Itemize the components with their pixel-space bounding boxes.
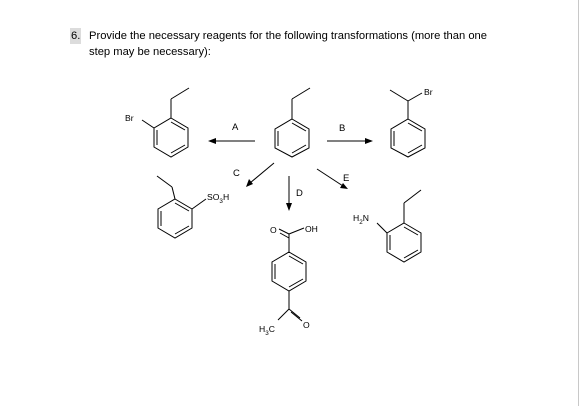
- question-line-1: Provide the necessary reagents for the f…: [89, 30, 487, 42]
- question-line-2: step may be necessary):: [89, 46, 211, 58]
- arrow-c: C: [233, 162, 275, 187]
- arrow-label-d: D: [296, 188, 303, 199]
- h3c-label: H3C: [259, 324, 275, 337]
- bromine-label-right: Br: [424, 87, 433, 97]
- arrow-label-b: B: [339, 123, 345, 134]
- arrow-e: E: [316, 168, 349, 189]
- product-e-ethylaniline: H2N: [353, 189, 422, 263]
- arrow-d: D: [286, 176, 303, 211]
- oxygen-ketone-label: O: [303, 320, 310, 330]
- product-d-acetylbenzoic-acid: O OH O H3C: [259, 224, 318, 337]
- h2n-label: H2N: [353, 213, 369, 226]
- question-number: 6.: [70, 28, 82, 44]
- product-c-sulfonic-acid: SO3H: [156, 175, 229, 239]
- oxygen-acid-label: O: [270, 225, 277, 235]
- product-b-bromoethyl-benzene: Br: [389, 87, 433, 158]
- so3h-label: SO3H: [207, 192, 229, 205]
- arrow-label-e: E: [343, 173, 349, 184]
- product-a-bromo-ethylbenzene: Br: [125, 87, 190, 158]
- arrow-b: B: [327, 123, 373, 144]
- ethylbenzene-start: [274, 87, 311, 158]
- arrow-a: A: [208, 122, 255, 144]
- oh-label: OH: [305, 224, 318, 234]
- bromine-label-left: Br: [125, 113, 134, 123]
- arrow-label-c: C: [233, 168, 240, 179]
- arrow-label-a: A: [232, 122, 239, 133]
